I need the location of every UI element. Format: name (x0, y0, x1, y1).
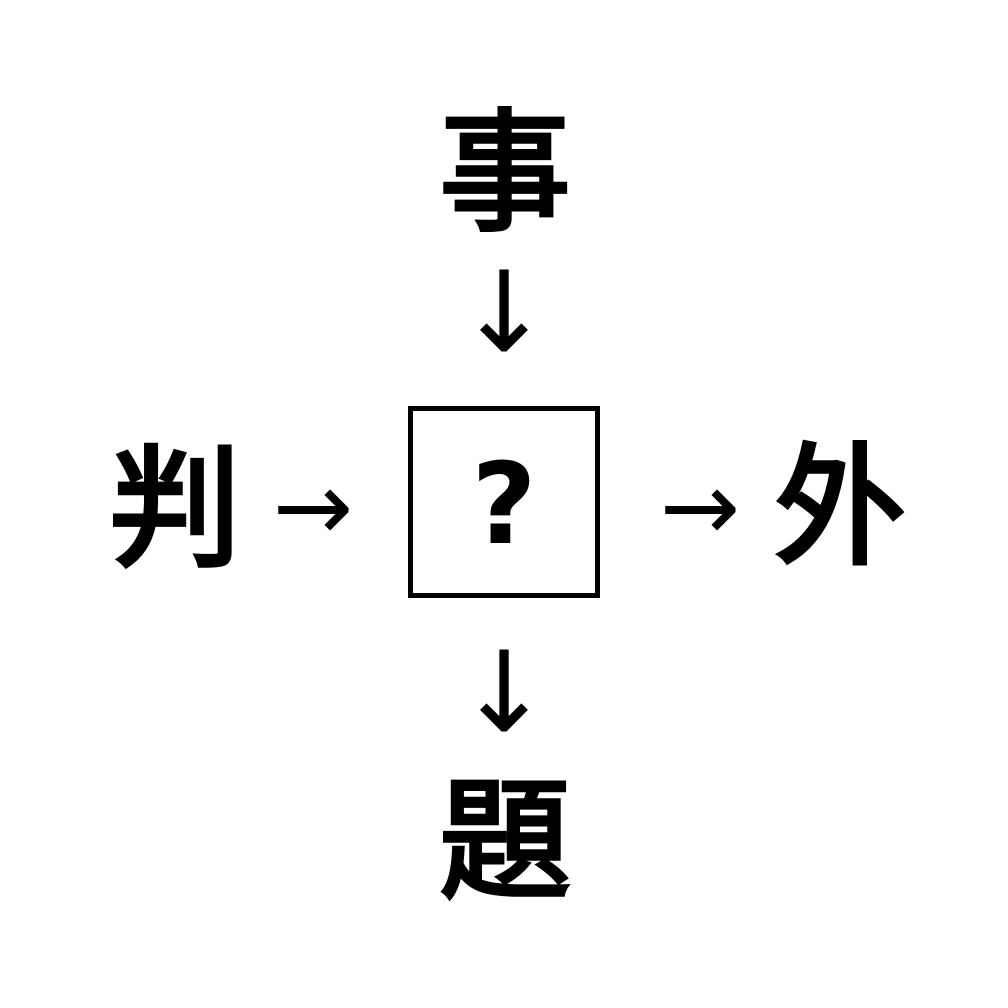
answer-box[interactable]: ? (408, 406, 600, 598)
arrow-down-icon-top: ↓ (457, 248, 551, 378)
answer-placeholder-text: ? (471, 440, 537, 570)
prompt-kanji-right: 外 (774, 431, 906, 585)
prompt-kanji-bottom: 題 (439, 765, 571, 919)
arrow-right-icon-right: → (659, 451, 741, 563)
prompt-kanji-top: 事 (439, 97, 571, 251)
prompt-kanji-left: 判 (109, 433, 241, 587)
arrow-right-icon-left: → (272, 451, 354, 563)
arrow-down-icon-bottom: ↓ (457, 628, 551, 758)
